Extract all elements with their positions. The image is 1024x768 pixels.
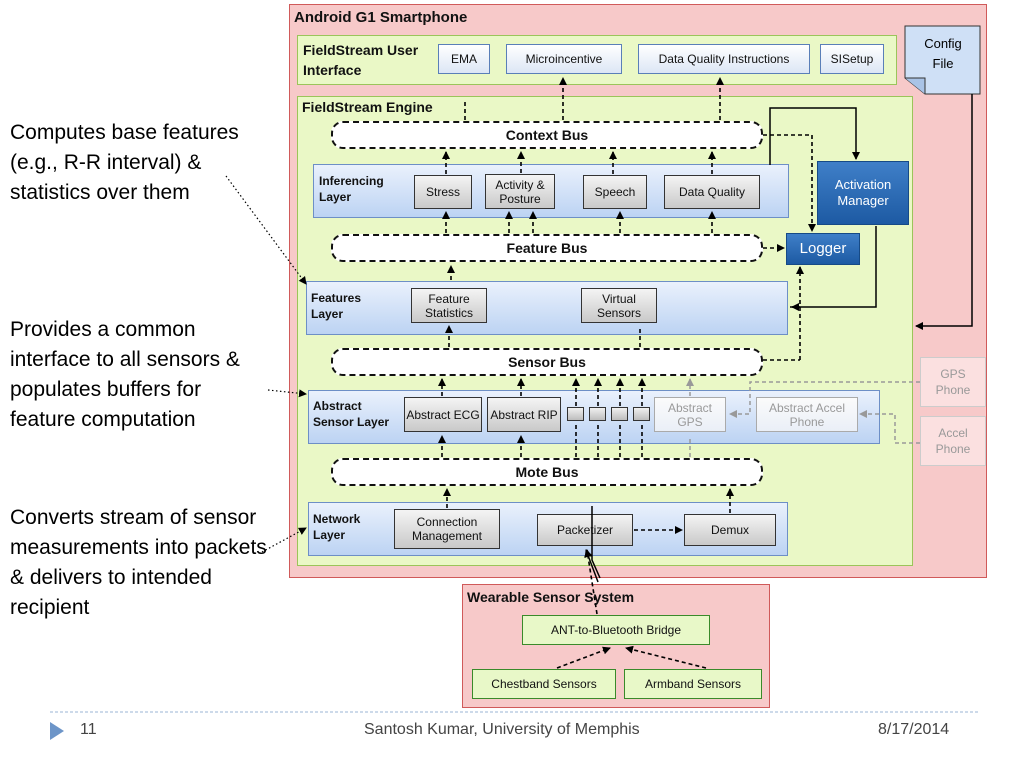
demux-module[interactable]: Demux bbox=[684, 514, 776, 546]
ema-button[interactable]: EMA bbox=[438, 44, 490, 74]
footer-date: 8/17/2014 bbox=[878, 721, 950, 738]
gps-phone-sensor: GPS Phone bbox=[920, 357, 986, 407]
engine-title: FieldStream Engine bbox=[302, 99, 433, 115]
buffer-square bbox=[589, 407, 606, 421]
abstract-rip-module[interactable]: Abstract RIP bbox=[487, 397, 561, 432]
features-layer bbox=[306, 281, 788, 335]
ant-bluetooth-bridge[interactable]: ANT-to-Bluetooth Bridge bbox=[522, 615, 710, 645]
ui-title: FieldStream User Interface bbox=[303, 42, 419, 78]
context-bus: Context Bus bbox=[331, 121, 763, 149]
stress-module[interactable]: Stress bbox=[414, 175, 472, 209]
abstract-accel-phone-module[interactable]: Abstract Accel Phone bbox=[756, 397, 858, 432]
annotation-network: Converts stream of sensor measurements i… bbox=[10, 506, 267, 619]
packetizer-module[interactable]: Packetizer bbox=[537, 514, 633, 546]
footer-author: Santosh Kumar, University of Memphis bbox=[364, 721, 640, 738]
slide-marker-icon bbox=[50, 722, 64, 740]
android-phone-title: Android G1 Smartphone bbox=[294, 9, 468, 26]
footer-page-number: 11 bbox=[80, 721, 97, 738]
data-quality-instructions-button[interactable]: Data Quality Instructions bbox=[638, 44, 810, 74]
mote-bus: Mote Bus bbox=[331, 458, 763, 486]
inferencing-layer-title: Inferencing Layer bbox=[319, 174, 384, 204]
annotation-abstract-sensor: Provides a common interface to all senso… bbox=[10, 318, 240, 431]
config-file-label: Config File bbox=[924, 36, 962, 71]
abstract-gps-module[interactable]: Abstract GPS bbox=[654, 397, 726, 432]
speech-module[interactable]: Speech bbox=[583, 175, 647, 209]
microincentive-button[interactable]: Microincentive bbox=[506, 44, 622, 74]
annotation-features: Computes base features (e.g., R-R interv… bbox=[10, 121, 239, 204]
abstract-sensor-layer-title: Abstract Sensor Layer bbox=[313, 399, 390, 429]
sisetup-button[interactable]: SISetup bbox=[820, 44, 884, 74]
feature-bus: Feature Bus bbox=[331, 234, 763, 262]
chestband-sensors[interactable]: Chestband Sensors bbox=[472, 669, 616, 699]
buffer-square bbox=[567, 407, 584, 421]
features-layer-title: Features Layer bbox=[311, 291, 362, 321]
data-quality-module[interactable]: Data Quality bbox=[664, 175, 760, 209]
armband-sensors[interactable]: Armband Sensors bbox=[624, 669, 762, 699]
connection-management-module[interactable]: Connection Management bbox=[394, 509, 500, 549]
activation-manager[interactable]: Activation Manager bbox=[817, 161, 909, 225]
wearable-title: Wearable Sensor System bbox=[467, 589, 635, 605]
logger[interactable]: Logger bbox=[786, 233, 860, 265]
sensor-bus: Sensor Bus bbox=[331, 348, 763, 376]
accel-phone-sensor: Accel Phone bbox=[920, 416, 986, 466]
abstract-ecg-module[interactable]: Abstract ECG bbox=[404, 397, 482, 432]
network-layer-title: Network Layer bbox=[313, 512, 361, 542]
feature-statistics-module[interactable]: Feature Statistics bbox=[411, 288, 487, 323]
virtual-sensors-module[interactable]: Virtual Sensors bbox=[581, 288, 657, 323]
buffer-square bbox=[633, 407, 650, 421]
buffer-square bbox=[611, 407, 628, 421]
activity-posture-module[interactable]: Activity & Posture bbox=[485, 174, 555, 209]
